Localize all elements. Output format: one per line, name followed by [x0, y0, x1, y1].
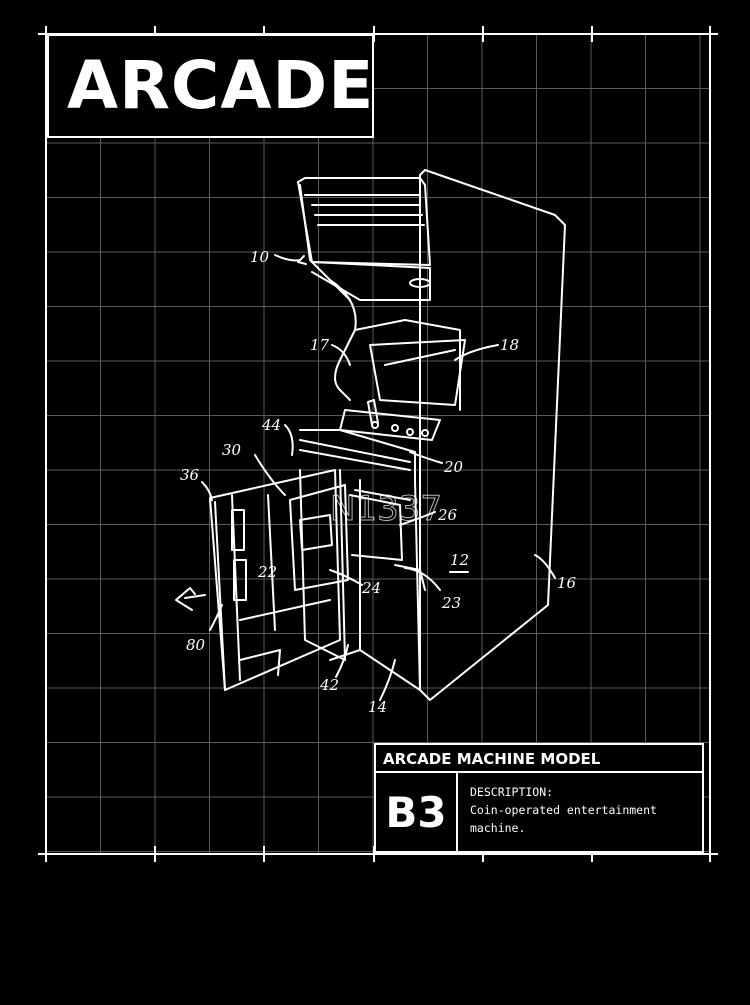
blueprint-grid [45, 33, 710, 854]
part-label-44: 44 [261, 416, 281, 434]
part-labels: 10 17 18 44 30 36 20 26 12 22 24 23 16 80 42 14 [180, 248, 577, 716]
model-info-box: ARCADE MACHINE MODEL B3 DESCRIPTION: Coi… [374, 743, 704, 853]
model-info-header: ARCADE MACHINE MODEL [376, 745, 702, 773]
coin-mechanism [289, 484, 349, 591]
part-label-20: 20 [443, 458, 464, 476]
title-box: ARCADE [47, 34, 374, 138]
description-label: DESCRIPTION: [470, 785, 554, 799]
description-text: Coin-operated entertainment machine. [470, 803, 664, 835]
part-label-42: 42 [319, 676, 339, 694]
part-label-80: 80 [186, 636, 206, 654]
model-info-body: B3 DESCRIPTION: Coin-operated entertainm… [376, 773, 702, 851]
arcade-cabinet-drawing [175, 169, 566, 701]
model-code: B3 [376, 773, 458, 851]
poster-title: ARCADE [67, 47, 375, 124]
part-label-12: 12 [450, 551, 469, 569]
part-label-24: 24 [361, 579, 381, 597]
cabinet-control-panel [339, 409, 441, 441]
frame-ticks [38, 26, 718, 862]
part-label-17: 17 [310, 336, 330, 354]
part-label-26: 26 [437, 506, 458, 524]
coin-door [209, 469, 341, 691]
watermark-text: N1337 [330, 489, 442, 529]
part-label-22: 22 [257, 563, 277, 581]
part-label-10: 10 [250, 248, 270, 266]
part-label-30: 30 [222, 441, 242, 459]
part-label-23: 23 [441, 594, 461, 612]
model-description: DESCRIPTION: Coin-operated entertainment… [458, 773, 702, 851]
blueprint-frame [45, 33, 711, 855]
part-label-36: 36 [180, 466, 200, 484]
part-label-14: 14 [368, 698, 387, 716]
cabinet-side-panel [419, 169, 566, 701]
part-label-16: 16 [557, 574, 577, 592]
open-direction-arrow [175, 587, 206, 611]
cabinet-screen [369, 339, 466, 406]
part-label-18: 18 [500, 336, 519, 354]
